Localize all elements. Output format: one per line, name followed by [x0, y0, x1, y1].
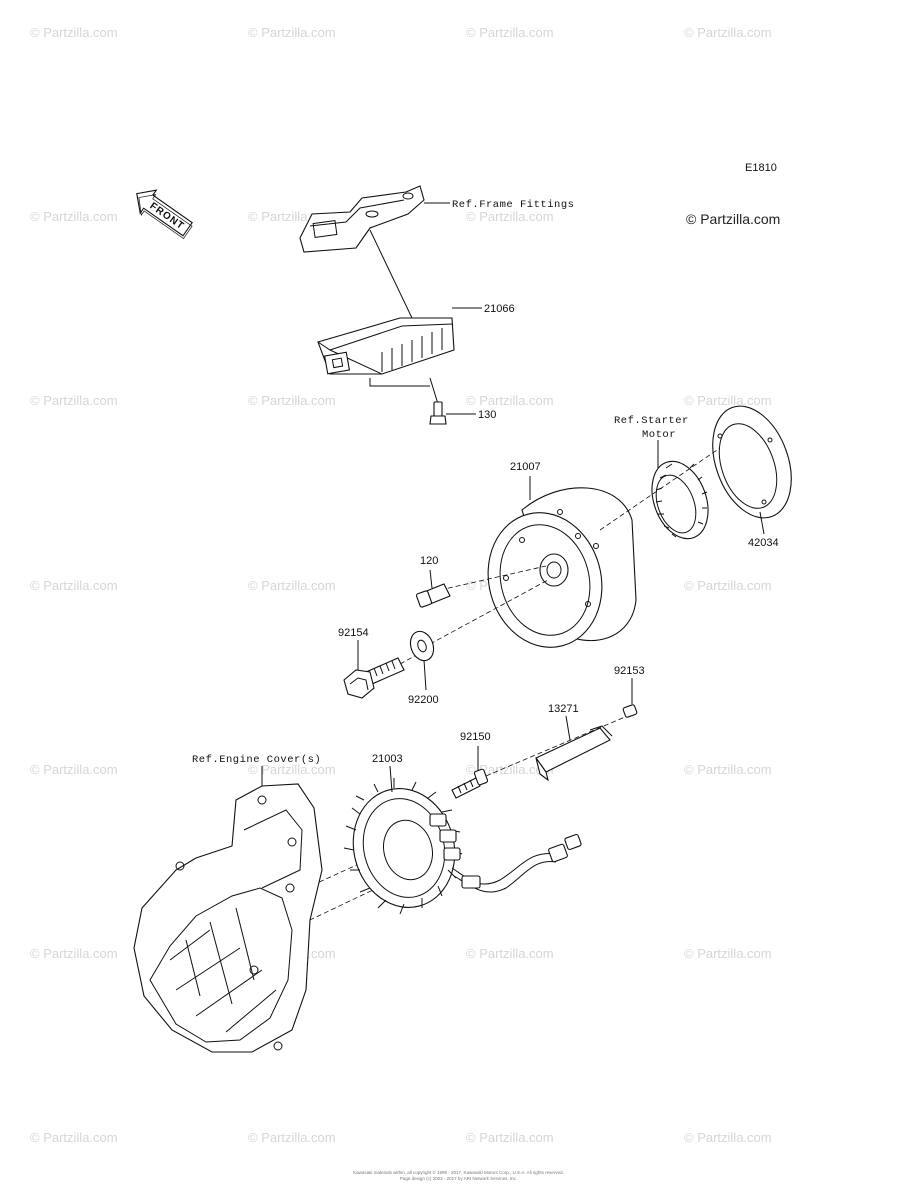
starter-clutch [651, 460, 709, 540]
watermark: © Partzilla.com [248, 762, 336, 777]
ref-engine-cover-label: Ref.Engine Cover(s) [192, 754, 321, 766]
washer-92200 [409, 630, 435, 662]
watermark: © Partzilla.com [684, 946, 772, 961]
bolt-92154 [343, 657, 405, 699]
watermark: © Partzilla.com [466, 209, 554, 224]
watermark-grid: © Partzilla.com © Partzilla.com © Partzi… [30, 25, 772, 1145]
watermark: © Partzilla.com [466, 762, 554, 777]
watermark: © Partzilla.com [684, 393, 772, 408]
part-number-130[interactable]: 130 [478, 409, 496, 421]
pickup-coil-13271 [535, 725, 613, 782]
watermark: © Partzilla.com [466, 1130, 554, 1145]
watermark: © Partzilla.com [30, 946, 118, 961]
watermark: © Partzilla.com [248, 1130, 336, 1145]
watermark: © Partzilla.com [684, 762, 772, 777]
watermark: © Partzilla.com [684, 578, 772, 593]
watermark: © Partzilla.com [684, 1130, 772, 1145]
watermark: © Partzilla.com [466, 946, 554, 961]
watermark: © Partzilla.com [248, 25, 336, 40]
bolt-92150 [451, 768, 489, 799]
regulator-rectifier [317, 317, 455, 375]
watermark: © Partzilla.com [30, 25, 118, 40]
footer-copyright-line-1: Kawasaki materials within, all copyright… [353, 1170, 564, 1175]
plug-92153 [622, 704, 638, 718]
watermark: © Partzilla.com [30, 209, 118, 224]
gasket-42034 [712, 405, 792, 519]
watermark: © Partzilla.com [30, 578, 118, 593]
part-number-21007[interactable]: 21007 [510, 461, 541, 473]
watermark: © Partzilla.com [30, 393, 118, 408]
diagram-code: E1810 [745, 162, 777, 174]
frame-fitting-bracket [299, 185, 425, 253]
part-number-13271[interactable]: 13271 [548, 703, 579, 715]
bolt-120 [415, 583, 451, 608]
ref-starter-motor-label-1: Ref.Starter [614, 415, 689, 427]
part-number-92153[interactable]: 92153 [614, 665, 645, 677]
engine-cover [133, 783, 323, 1053]
ref-starter-motor-label-2: Motor [642, 429, 676, 441]
rotor-21007 [487, 487, 637, 648]
watermark: © Partzilla.com [466, 393, 554, 408]
watermark: © Partzilla.com [30, 1130, 118, 1145]
footer-copyright-line-2: Page design (c) 2003 - 2017 by ARI Netwo… [399, 1176, 518, 1181]
front-arrow-icon: FRONT [136, 189, 193, 240]
part-number-120[interactable]: 120 [420, 555, 438, 567]
watermark: © Partzilla.com [30, 762, 118, 777]
part-number-92200[interactable]: 92200 [408, 694, 439, 706]
part-number-92150[interactable]: 92150 [460, 731, 491, 743]
stator-wire-harness [451, 833, 582, 893]
stator-21003 [343, 778, 463, 915]
watermark: © Partzilla.com [466, 25, 554, 40]
part-number-92154[interactable]: 92154 [338, 627, 369, 639]
copyright-mark: © Partzilla.com [686, 211, 780, 227]
ref-frame-fittings-label: Ref.Frame Fittings [452, 199, 574, 211]
watermark: © Partzilla.com [248, 393, 336, 408]
part-number-21066[interactable]: 21066 [484, 303, 515, 315]
part-number-42034[interactable]: 42034 [748, 537, 779, 549]
watermark: © Partzilla.com [248, 578, 336, 593]
watermark: © Partzilla.com [684, 25, 772, 40]
bolt-130 [429, 401, 447, 425]
part-number-21003[interactable]: 21003 [372, 753, 403, 765]
